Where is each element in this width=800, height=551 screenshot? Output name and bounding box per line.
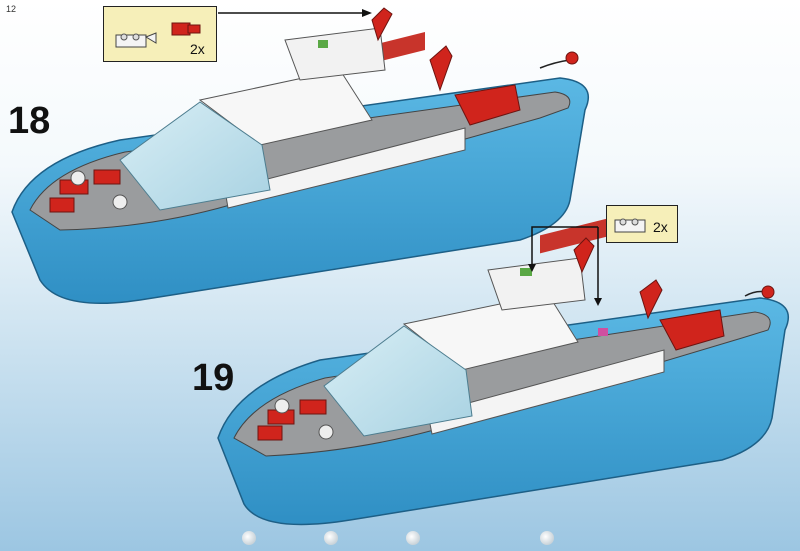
boat-step-18 [11, 7, 590, 305]
cabin-side [224, 127, 466, 209]
windshield [323, 325, 473, 437]
cabin-side [427, 349, 665, 435]
binder-hole [324, 531, 338, 545]
callout-arrow-19 [531, 226, 598, 266]
step-number-19: 19 [192, 357, 235, 399]
binder-hole [242, 531, 256, 545]
quantity-label: 2x [653, 219, 668, 235]
boat-step-19 [217, 212, 790, 526]
parts-callout-19: 2x [606, 205, 678, 243]
windshield [119, 101, 271, 211]
page-number: 12 [6, 4, 17, 14]
step-number-18: 18 [8, 100, 51, 142]
quantity-label: 2x [190, 41, 205, 57]
binder-hole [406, 531, 420, 545]
parts-icon [614, 218, 646, 233]
parts-icon [115, 22, 201, 48]
parts-callout-18: 2x [103, 6, 217, 62]
binder-hole [540, 531, 554, 545]
